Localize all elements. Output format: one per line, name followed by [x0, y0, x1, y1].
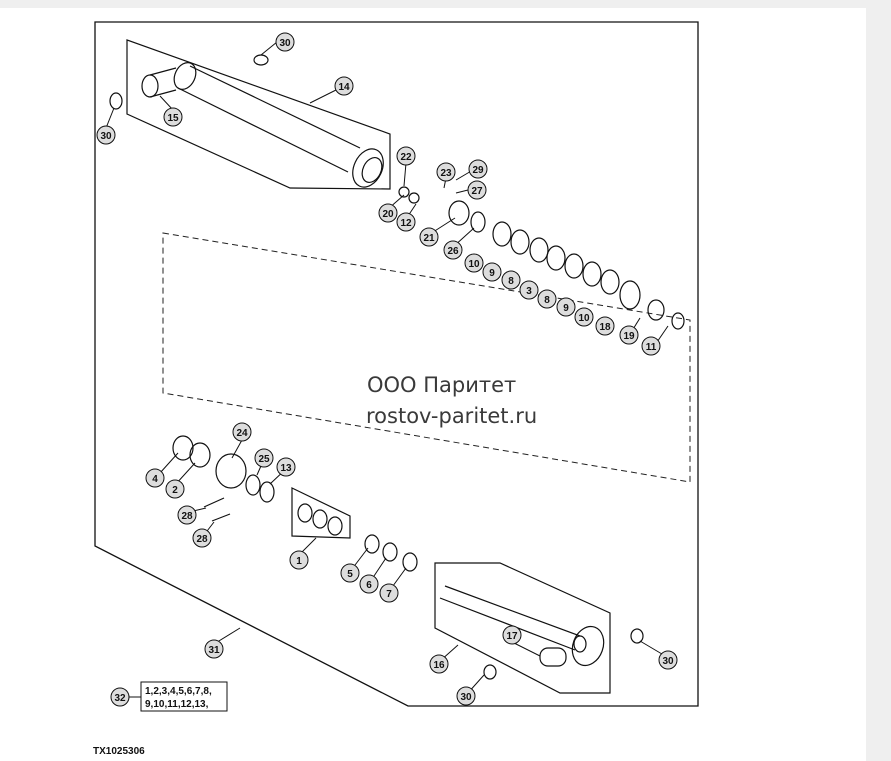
kit-line-1: 1,2,3,4,5,6,7,8,	[145, 686, 212, 697]
watermark-line-1: ООО Паритет	[367, 373, 516, 397]
callout-25: 25	[254, 448, 274, 468]
svg-text:22: 22	[400, 152, 412, 163]
callout-10-a: 10	[464, 253, 484, 273]
callout-30-right: 30	[658, 650, 678, 670]
callout-14: 14	[334, 76, 354, 96]
kit-label: 32 1,2,3,4,5,6,7,8, 9,10,11,12,13,	[110, 681, 228, 712]
seal-kit-box	[291, 487, 351, 539]
svg-text:23: 23	[440, 168, 452, 179]
svg-text:27: 27	[471, 186, 483, 197]
callout-9-b: 9	[556, 297, 576, 317]
svg-text:30: 30	[662, 656, 674, 667]
callout-8-a: 8	[501, 270, 521, 290]
callout-27: 27	[467, 180, 487, 200]
callout-22: 22	[396, 146, 416, 166]
svg-text:15: 15	[167, 113, 179, 124]
svg-text:28: 28	[196, 534, 208, 545]
svg-text:6: 6	[366, 580, 372, 591]
assembly-outline	[94, 21, 699, 707]
svg-text:14: 14	[338, 82, 350, 93]
svg-text:16: 16	[433, 660, 445, 671]
callout-8-b: 8	[537, 289, 557, 309]
kit-line-2: 9,10,11,12,13,	[145, 699, 209, 710]
callout-4: 4	[145, 468, 165, 488]
svg-text:19: 19	[623, 331, 635, 342]
svg-text:5: 5	[347, 569, 353, 580]
callout-28-b: 28	[192, 528, 212, 548]
callout-30-top: 30	[275, 32, 295, 52]
callout-20: 20	[378, 203, 398, 223]
callout-11: 11	[641, 336, 661, 356]
svg-text:31: 31	[208, 645, 220, 656]
kit-callout-number: 32	[114, 693, 126, 704]
svg-text:18: 18	[599, 322, 611, 333]
callout-3: 3	[519, 280, 539, 300]
svg-text:2: 2	[172, 485, 178, 496]
svg-text:8: 8	[544, 295, 550, 306]
callout-1: 1	[289, 550, 309, 570]
callout-10-b: 10	[574, 307, 594, 327]
callout-29: 29	[468, 159, 488, 179]
callout-9-a: 9	[482, 262, 502, 282]
svg-text:26: 26	[447, 246, 459, 257]
callout-2: 2	[165, 479, 185, 499]
svg-text:17: 17	[506, 631, 518, 642]
svg-text:29: 29	[472, 165, 484, 176]
svg-text:28: 28	[181, 511, 193, 522]
callout-26: 26	[443, 240, 463, 260]
svg-text:12: 12	[400, 218, 412, 229]
svg-text:8: 8	[508, 276, 514, 287]
rod-inset-box	[434, 562, 611, 694]
figure-id: TX1025306	[93, 746, 145, 757]
svg-text:13: 13	[280, 463, 292, 474]
barrel-inset-box	[126, 39, 391, 190]
watermark-line-2: rostov-paritet.ru	[366, 404, 537, 428]
callout-7: 7	[379, 583, 399, 603]
svg-text:30: 30	[279, 38, 291, 49]
callout-12: 12	[396, 212, 416, 232]
callout-28-a: 28	[177, 505, 197, 525]
callouts: 30 30 14 15 22 23 29 27 20 12 21 26 10 9…	[96, 32, 678, 706]
callout-21: 21	[419, 227, 439, 247]
svg-text:4: 4	[152, 474, 158, 485]
svg-text:1: 1	[296, 556, 302, 567]
cylinder-barrel	[141, 62, 384, 188]
svg-text:10: 10	[578, 313, 590, 324]
callout-30-bottom: 30	[456, 686, 476, 706]
svg-text:25: 25	[258, 454, 270, 465]
piston-rod	[439, 585, 605, 667]
svg-text:3: 3	[526, 286, 532, 297]
callout-19: 19	[619, 325, 639, 345]
svg-text:11: 11	[646, 342, 657, 353]
callout-17: 17	[502, 625, 522, 645]
callout-16: 16	[429, 654, 449, 674]
svg-text:24: 24	[236, 428, 248, 439]
svg-text:20: 20	[382, 209, 394, 220]
exploded-parts-diagram: 30 30 14 15 22 23 29 27 20 12 21 26 10 9…	[93, 21, 699, 757]
svg-text:30: 30	[100, 131, 112, 142]
svg-text:10: 10	[468, 259, 480, 270]
seal-rings	[109, 54, 685, 680]
callout-15: 15	[163, 107, 183, 127]
callout-6: 6	[359, 574, 379, 594]
callout-23: 23	[436, 162, 456, 182]
svg-text:9: 9	[563, 303, 569, 314]
dashed-subassembly-box	[162, 232, 691, 483]
callout-18: 18	[595, 316, 615, 336]
callout-5: 5	[340, 563, 360, 583]
callout-31: 31	[204, 639, 224, 659]
callout-30-left: 30	[96, 125, 116, 145]
svg-text:21: 21	[423, 233, 435, 244]
callout-13: 13	[276, 457, 296, 477]
callout-24: 24	[232, 422, 252, 442]
svg-text:7: 7	[386, 589, 392, 600]
svg-text:9: 9	[489, 268, 495, 279]
svg-text:30: 30	[460, 692, 472, 703]
diagram-sheet: 30 30 14 15 22 23 29 27 20 12 21 26 10 9…	[0, 8, 866, 761]
